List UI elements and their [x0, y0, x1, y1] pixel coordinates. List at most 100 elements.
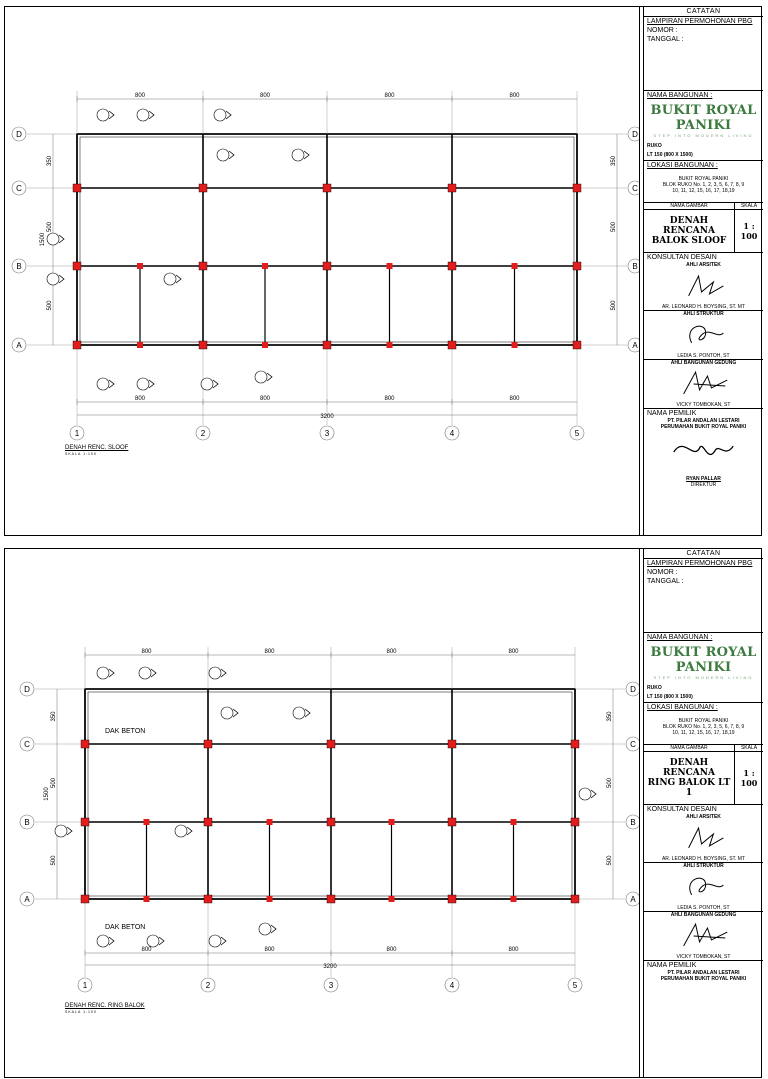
- lokasi-detail-2: 10, 11, 12, 15, 16, 17, 18,19: [672, 188, 735, 194]
- ruko-label: RUKO: [647, 143, 662, 149]
- section-marker: [578, 787, 592, 801]
- grid-bubble-row: [19, 891, 35, 907]
- dimension-side-value: 500: [607, 777, 613, 788]
- section-marker: [54, 824, 68, 838]
- section-marker: [213, 108, 227, 122]
- skala-value: 1 : 100: [740, 221, 758, 241]
- dimension-side-value: 350: [51, 711, 57, 722]
- pemilik-company: PT. PILAR ANDALAN LESTARI: [667, 970, 740, 976]
- column-marker: [203, 817, 213, 827]
- konsultan-label: KONSULTAN DESAIN: [644, 804, 763, 814]
- column-marker: [72, 340, 82, 350]
- column-marker: [203, 894, 213, 904]
- grid-row-label: D: [630, 685, 636, 694]
- grid-bubble-row: [627, 180, 639, 196]
- column-marker-secondary: [143, 896, 150, 902]
- grid-col-label: 3: [325, 429, 330, 438]
- dimension-value: 800: [384, 93, 395, 99]
- column-marker: [72, 183, 82, 193]
- section-marker: [96, 666, 110, 680]
- section-arrow: [108, 668, 115, 678]
- column-marker: [322, 340, 332, 350]
- building-outline-inner: [87, 691, 573, 897]
- brand-tagline: STEP INTO MODERN LIVING: [653, 675, 754, 680]
- title-block: CATATAN LAMPIRAN PERMOHONAN PBG NOMOR : …: [643, 549, 763, 1077]
- lampiran-label: LAMPIRAN PERMOHONAN PBG: [647, 560, 753, 567]
- column-marker: [447, 340, 457, 350]
- column-marker-secondary: [386, 342, 393, 348]
- grid-row-label: D: [24, 685, 30, 694]
- dimension-value: 800: [135, 93, 146, 99]
- column-marker: [322, 261, 332, 271]
- grid-col-label: 2: [206, 981, 211, 990]
- grid-bubble-row: [627, 126, 639, 142]
- grid-bubble-row: [19, 736, 35, 752]
- section-arrow: [590, 789, 597, 799]
- drawing-legend: DENAH RENC. SLOOF SKALA 1:100: [65, 445, 128, 457]
- column-marker: [570, 894, 580, 904]
- dimension-value: 800: [384, 396, 395, 402]
- nomor-label: NOMOR :: [647, 27, 678, 34]
- grid-row-label: D: [16, 130, 22, 139]
- section-arrow: [220, 936, 227, 946]
- lokasi-detail-1: BLOK RUKO No. 1, 2, 3, 5, 6, 7, 8, 9: [662, 724, 745, 730]
- dimension-side-value: 500: [611, 221, 617, 232]
- column-marker-secondary: [137, 263, 143, 269]
- pemilik-role: DIREKTUR: [690, 482, 717, 488]
- column-marker: [72, 261, 82, 271]
- dimension-total-value: 3200: [323, 964, 337, 970]
- nama-gambar-line-2: BALOK SLOOF: [651, 236, 727, 246]
- nama-gambar-label: NAMA GAMBAR: [644, 203, 735, 209]
- section-arrow: [212, 379, 219, 389]
- section-marker: [136, 108, 150, 122]
- dimension-value: 800: [135, 396, 146, 402]
- nama-bangunan-label: NAMA BANGUNAN :: [644, 632, 763, 642]
- dimension-total-value: 3200: [320, 414, 334, 420]
- arsitek-name: AR. LEONARD H. BOYSING, ST. MT: [661, 304, 746, 310]
- grid-bubble-row: [627, 337, 639, 353]
- column-marker: [570, 739, 580, 749]
- dimension-value: 800: [260, 93, 271, 99]
- section-marker: [46, 232, 60, 246]
- dimension-side-value: 500: [47, 221, 53, 232]
- nama-gambar-header: NAMA GAMBAR SKALA: [644, 744, 763, 751]
- grid-row-label: D: [632, 130, 638, 139]
- column-marker: [326, 894, 336, 904]
- grid-row-label: C: [632, 184, 638, 193]
- grid-row-label: A: [16, 341, 22, 350]
- section-marker: [200, 377, 214, 391]
- dimension-side-value: 350: [611, 155, 617, 166]
- dimension-side-value: 500: [611, 300, 617, 311]
- grid-bubble-row: [625, 814, 639, 830]
- dak-beton-label-top: DAK BETON: [105, 728, 145, 735]
- dimension-value: 800: [141, 649, 152, 655]
- column-marker-secondary: [262, 342, 268, 348]
- column-marker: [203, 739, 213, 749]
- tanggal-label: TANGGAL :: [647, 36, 684, 43]
- dimension-side-value: 350: [47, 155, 53, 166]
- grid-col-label: 1: [83, 981, 88, 990]
- column-marker: [326, 817, 336, 827]
- lokasi-name: BUKIT ROYAL PANIKI: [678, 718, 729, 724]
- grid-col-label: 5: [575, 429, 580, 438]
- grid-bubble-row: [11, 126, 27, 142]
- column-marker: [572, 261, 582, 271]
- section-arrow: [58, 234, 65, 244]
- konsultan-label: KONSULTAN DESAIN: [644, 252, 763, 262]
- dimension-value: 800: [260, 396, 271, 402]
- column-marker-secondary: [143, 819, 150, 825]
- column-marker: [198, 340, 208, 350]
- nama-gambar-value: DENAH RENCANA BALOK SLOOF: [644, 210, 735, 252]
- section-arrow: [225, 110, 232, 120]
- nama-gambar-line-1: DENAH RENCANA: [663, 216, 715, 236]
- section-marker: [96, 108, 110, 122]
- lokasi-label: LOKASI BANGUNAN :: [644, 160, 763, 170]
- grid-row-label: A: [24, 895, 30, 904]
- grid-bubble-row: [11, 337, 27, 353]
- section-arrow: [220, 668, 227, 678]
- column-marker: [447, 817, 457, 827]
- grid-row-label: B: [632, 262, 637, 271]
- column-marker-secondary: [137, 342, 143, 348]
